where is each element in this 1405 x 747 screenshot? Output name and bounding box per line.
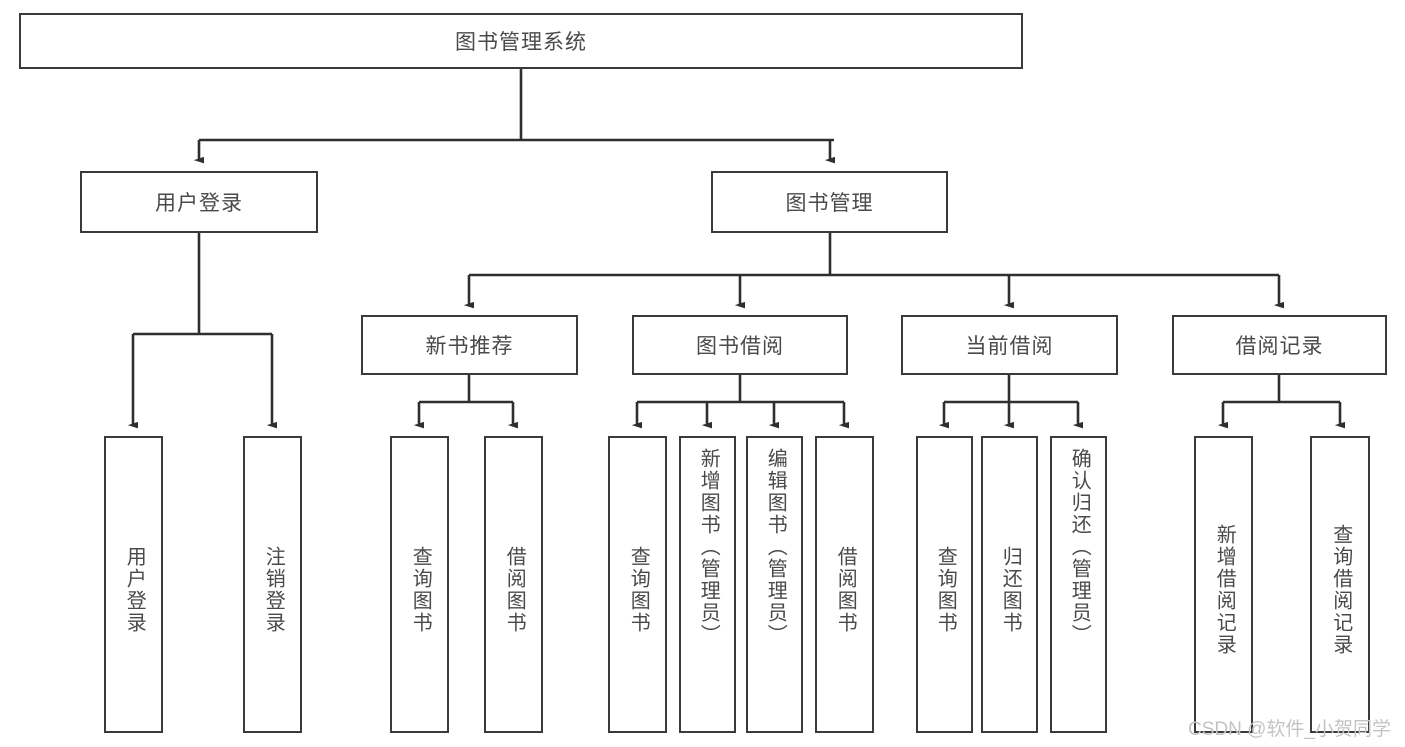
leaf-return-book[interactable]: 归还图书 (981, 436, 1038, 733)
leaf-label: 注销登录 (262, 545, 285, 634)
node-book-management-label: 图书管理 (785, 192, 874, 215)
leaf-add-book-admin[interactable]: 新增图书（管理员） (679, 436, 736, 733)
leaf-query-borrow-record[interactable]: 查询借阅记录 (1310, 436, 1370, 733)
leaf-borrow-book[interactable]: 借阅图书 (815, 436, 874, 733)
leaf-user-login[interactable]: 用户登录 (104, 436, 163, 733)
leaf-label: 查询图书 (934, 545, 957, 634)
leaf-label: 归还图书 (999, 545, 1022, 634)
node-book-borrow-label: 图书借阅 (696, 335, 784, 358)
leaf-label: 编辑图书（管理员） (764, 448, 787, 646)
node-current-borrow[interactable]: 当前借阅 (901, 315, 1118, 375)
node-borrow-record[interactable]: 借阅记录 (1172, 315, 1387, 375)
leaf-borrow-book-recommend[interactable]: 借阅图书 (484, 436, 543, 733)
node-user-login[interactable]: 用户登录 (80, 171, 318, 233)
leaf-label: 查询图书 (627, 545, 650, 634)
csdn-watermark: CSDN @软件_小贺同学 (1188, 719, 1391, 740)
leaf-label: 新增借阅记录 (1213, 523, 1236, 656)
node-new-book-recommend[interactable]: 新书推荐 (361, 315, 578, 375)
node-current-borrow-label: 当前借阅 (965, 335, 1054, 358)
node-root-label: 图书管理系统 (455, 31, 587, 54)
node-borrow-record-label: 借阅记录 (1235, 335, 1324, 358)
leaf-label: 借阅图书 (834, 545, 857, 634)
node-book-management[interactable]: 图书管理 (711, 171, 948, 233)
leaf-edit-book-admin[interactable]: 编辑图书（管理员） (746, 436, 803, 733)
leaf-label: 确认归还（管理员） (1068, 448, 1091, 646)
leaf-query-book-borrow[interactable]: 查询图书 (608, 436, 667, 733)
leaf-query-book-current[interactable]: 查询图书 (916, 436, 973, 733)
leaf-label: 查询图书 (409, 545, 432, 634)
node-book-borrow[interactable]: 图书借阅 (632, 315, 848, 375)
leaf-label: 借阅图书 (503, 545, 526, 634)
leaf-label: 用户登录 (123, 545, 146, 634)
leaf-add-borrow-record[interactable]: 新增借阅记录 (1194, 436, 1253, 733)
node-user-login-label: 用户登录 (155, 192, 243, 215)
leaf-label: 查询借阅记录 (1329, 523, 1352, 656)
leaf-query-book-recommend[interactable]: 查询图书 (390, 436, 449, 733)
node-new-book-recommend-label: 新书推荐 (425, 335, 514, 358)
node-root[interactable]: 图书管理系统 (19, 13, 1023, 69)
leaf-logout[interactable]: 注销登录 (243, 436, 302, 733)
leaf-label: 新增图书（管理员） (697, 448, 720, 646)
leaf-confirm-return-admin[interactable]: 确认归还（管理员） (1050, 436, 1107, 733)
